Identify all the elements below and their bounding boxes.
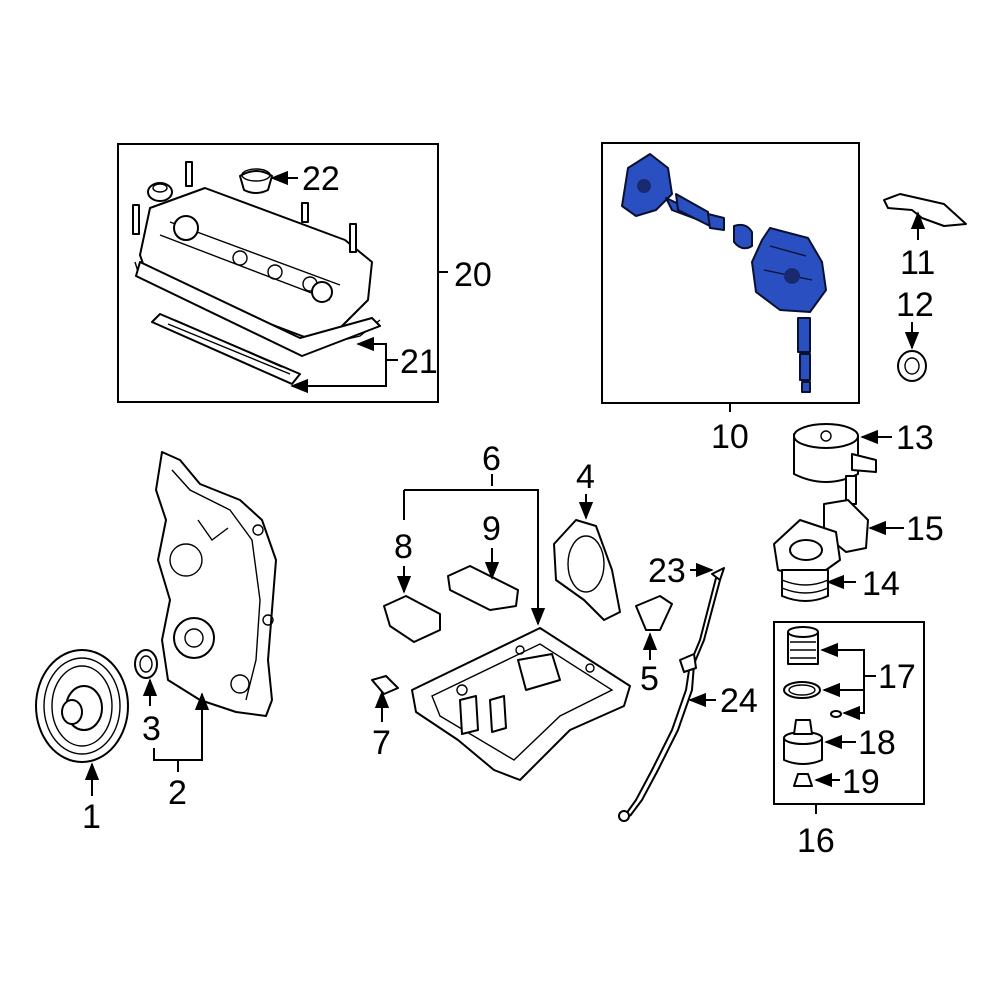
oil-filter-element-drawing[interactable]	[783, 626, 842, 718]
bracket-5-drawing[interactable]	[635, 595, 673, 631]
leader-line	[404, 489, 546, 626]
callout-7: 7	[372, 724, 391, 762]
callout-3: 3	[142, 710, 161, 748]
rear-seal-retainer-4-drawing[interactable]	[553, 519, 621, 621]
callout-24: 24	[720, 682, 758, 720]
callout-22: 22	[302, 160, 340, 198]
callout-15: 15	[906, 510, 944, 548]
leader-line	[842, 676, 865, 721]
front-seal-3-drawing[interactable]	[134, 649, 158, 679]
filter-cap-18-drawing[interactable]	[783, 719, 823, 765]
bracket-11-drawing[interactable]	[883, 193, 967, 227]
callout-17: 17	[878, 658, 916, 696]
timing-cover-drawing[interactable]	[155, 451, 277, 717]
leader-line	[822, 676, 865, 698]
oil-filter-group-box	[773, 621, 925, 805]
filter-housing-14-drawing[interactable]	[773, 519, 841, 602]
leader-line	[356, 336, 387, 360]
callout-1: 1	[82, 798, 101, 836]
callout-23: 23	[648, 552, 686, 590]
crank-pulley-drawing[interactable]	[35, 649, 129, 763]
callout-14: 14	[862, 565, 900, 603]
callout-5: 5	[640, 660, 659, 698]
callout-18: 18	[858, 724, 896, 762]
callout-2: 2	[168, 774, 187, 812]
callout-12: 12	[896, 286, 934, 324]
oil-cooler-13-drawing[interactable]	[793, 423, 877, 505]
callout-19: 19	[842, 763, 880, 801]
oil-pump-highlighted-drawing[interactable]	[621, 153, 827, 393]
callout-9: 9	[482, 510, 501, 548]
baffle-8-drawing[interactable]	[383, 595, 441, 643]
callout-21: 21	[400, 343, 438, 381]
leader-line	[153, 692, 210, 761]
drain-plug-19-drawing[interactable]	[793, 773, 813, 787]
dipstick-tube-drawing[interactable]	[618, 567, 725, 822]
callout-6: 6	[482, 440, 501, 478]
callout-4: 4	[576, 458, 595, 496]
valve-cover-drawing[interactable]	[132, 161, 381, 385]
clip-7-drawing[interactable]	[371, 675, 399, 695]
oil-pan-drawing[interactable]	[411, 627, 631, 781]
leader-line	[290, 360, 387, 394]
seal-12-drawing[interactable]	[897, 350, 927, 382]
callout-16: 16	[797, 822, 835, 860]
leader-line	[820, 642, 865, 676]
callout-20: 20	[454, 256, 492, 294]
callout-10: 10	[711, 418, 749, 456]
callout-11: 11	[900, 244, 935, 282]
callout-8: 8	[394, 528, 413, 566]
baffle-9-drawing[interactable]	[447, 565, 519, 611]
callout-13: 13	[896, 419, 934, 457]
